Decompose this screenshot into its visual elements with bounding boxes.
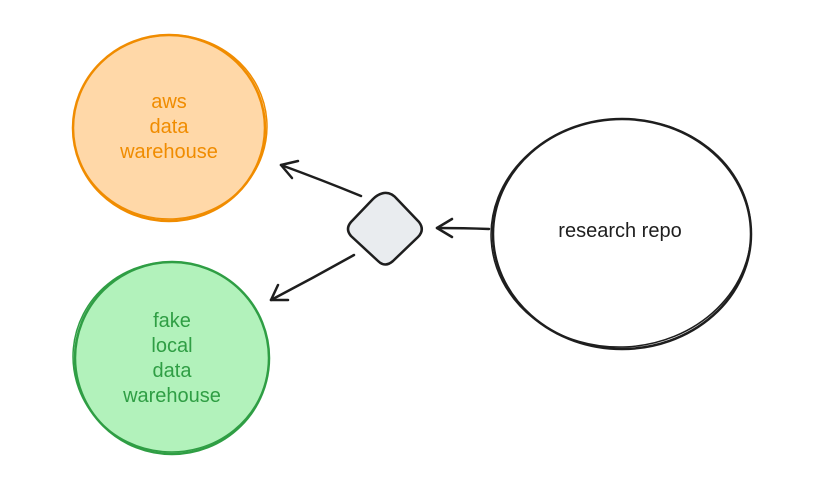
decision-diamond-shape	[346, 191, 423, 266]
aws-node-fill	[73, 35, 265, 221]
research-node-fill	[493, 119, 751, 349]
fake-local-data-warehouse-node[interactable]	[65, 254, 277, 460]
aws-data-warehouse-node[interactable]	[67, 28, 273, 225]
arrow-decision-to-aws	[279, 159, 363, 198]
arrow-decision-to-fake	[269, 253, 356, 302]
aws-node-outline-sketch	[72, 34, 268, 220]
decision-diamond-node[interactable]	[346, 191, 423, 266]
arrow-research-to-decision	[435, 217, 491, 239]
research-repo-node[interactable]	[485, 112, 757, 353]
fake-node-fill	[75, 262, 269, 454]
fake-node-outline-sketch	[72, 261, 270, 453]
research-node-outline-sketch	[490, 118, 752, 348]
